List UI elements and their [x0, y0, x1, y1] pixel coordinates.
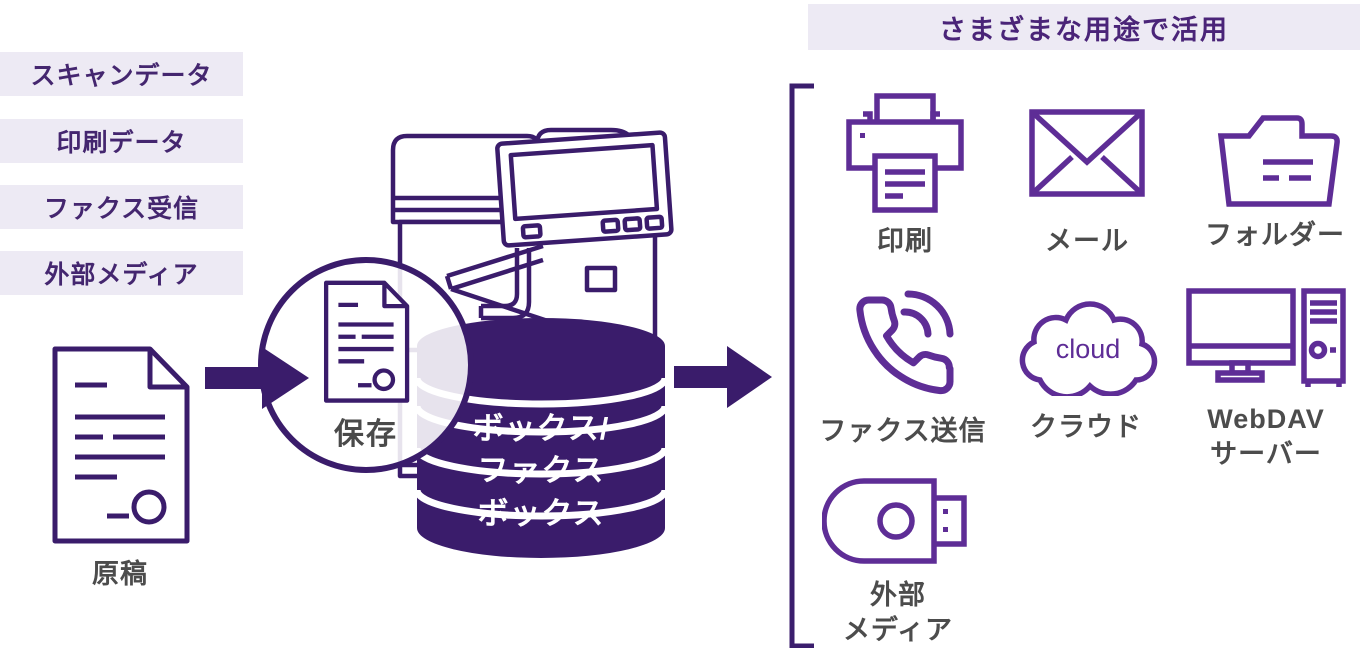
envelope-icon	[1029, 109, 1145, 197]
storage-line-1: ボックス/	[473, 411, 610, 446]
usage-item-external-media: 外部 メディア	[822, 476, 974, 645]
folder-icon	[1217, 115, 1340, 207]
input-label-scan-data: スキャンデータ	[0, 52, 243, 96]
fax-phone-icon	[856, 290, 954, 395]
fax-send-label: ファクス送信	[819, 416, 987, 446]
print-label: 印刷	[877, 226, 933, 256]
usage-item-folder: フォルダー	[1205, 96, 1345, 250]
folder-label: フォルダー	[1205, 220, 1345, 250]
storage-line-3: ボックス	[477, 496, 604, 531]
usage-item-mail: メール	[1028, 108, 1146, 256]
save-label: 保存	[334, 418, 398, 451]
mail-label: メール	[1045, 226, 1129, 256]
arrow-original-to-save	[205, 347, 309, 409]
input-label-print-data: 印刷データ	[0, 119, 243, 163]
storage-line-2: ファクス	[477, 453, 604, 488]
saved-document-icon	[323, 280, 410, 403]
input-label-fax-receive: ファクス受信	[0, 185, 243, 229]
arrow-storage-to-usage	[674, 346, 772, 408]
original-label: 原稿	[92, 559, 148, 589]
usage-item-cloud: cloud クラウド	[1010, 294, 1162, 442]
cloud-icon-text: cloud	[1056, 334, 1121, 364]
external-media-label: 外部 メディア	[842, 580, 954, 646]
printer-icon	[846, 93, 964, 213]
storage-cylinder: ボックス/ ファクス ボックス	[415, 318, 667, 558]
usb-media-icon	[822, 478, 967, 564]
save-magnifier-circle: 保存	[258, 257, 474, 473]
input-label-external-media: 外部メディア	[0, 251, 243, 295]
webdav-label: WebDAV サーバー	[1207, 404, 1325, 470]
cloud-label: クラウド	[1030, 412, 1142, 442]
usage-header: さまざまな用途で活用	[808, 4, 1360, 50]
usage-item-print: 印刷	[835, 92, 975, 256]
webdav-server-icon	[1186, 288, 1346, 387]
cloud-icon: cloud	[1019, 301, 1158, 396]
usage-bracket	[789, 83, 814, 648]
usage-item-webdav: WebDAV サーバー	[1186, 288, 1346, 469]
usage-item-fax-send: ファクス送信	[818, 284, 988, 446]
original-document-icon	[52, 346, 190, 544]
